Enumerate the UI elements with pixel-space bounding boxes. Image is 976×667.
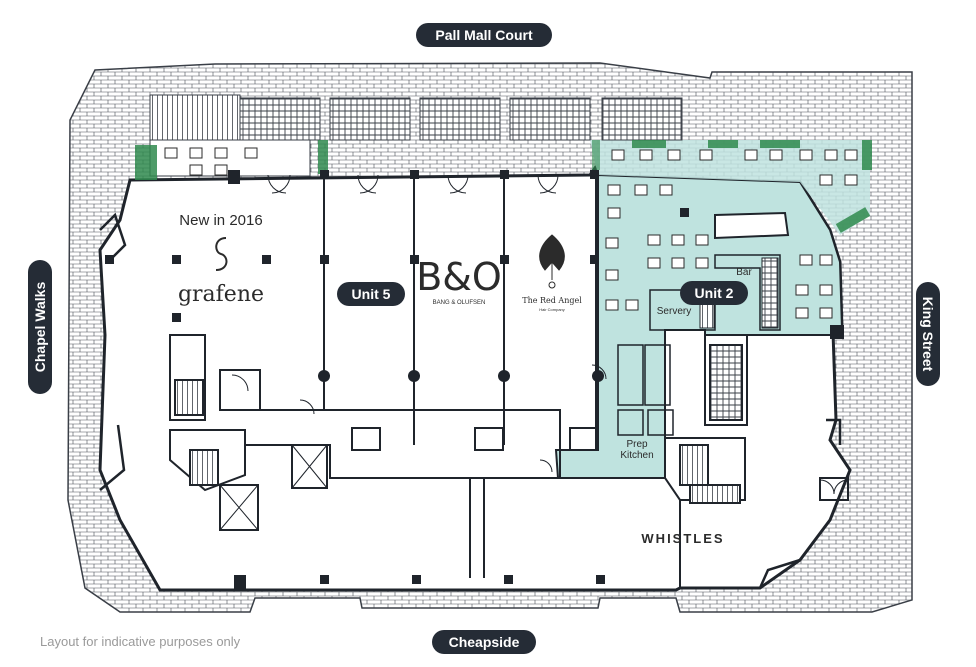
- tenant-whistles: WHISTLES: [641, 531, 724, 546]
- bo-name: BANG & OLUFSEN: [433, 300, 486, 306]
- street-name-north: Pall Mall Court: [435, 27, 533, 43]
- angel-wings-icon: [539, 234, 565, 280]
- north-terrace: [135, 94, 872, 233]
- unit-2-label: Unit 2: [680, 281, 748, 305]
- room-bar-label: Bar: [736, 267, 752, 278]
- disclaimer-note: Layout for indicative purposes only: [40, 634, 241, 649]
- street-name-west: Chapel Walks: [32, 282, 48, 373]
- right-core: [664, 334, 849, 588]
- room-kitchen-label: Kitchen: [620, 450, 653, 461]
- unit-5-label: Unit 5: [337, 282, 405, 306]
- tenant-red-angel: The Red Angel Hair Company: [522, 234, 582, 312]
- service-core: [169, 334, 599, 578]
- grafene-tag: New in 2016: [179, 212, 262, 229]
- bo-logo: B&O: [416, 255, 502, 299]
- facade-details: [99, 212, 842, 589]
- seating-tables: [164, 147, 858, 319]
- street-name-east: King Street: [920, 297, 936, 372]
- bar-counter: [714, 211, 790, 331]
- grafene-name: grafene: [178, 282, 264, 307]
- columns: [105, 170, 844, 589]
- washrooms: [617, 344, 674, 436]
- street-label-west: Chapel Walks: [28, 260, 52, 394]
- tenant-grafene: New in 2016 grafene: [178, 212, 264, 307]
- street-label-north: Pall Mall Court: [416, 23, 552, 47]
- red-angel-name: The Red Angel: [522, 296, 582, 305]
- street-name-south: Cheapside: [449, 634, 520, 650]
- doors: [231, 174, 849, 495]
- street-label-south: Cheapside: [432, 630, 536, 654]
- red-angel-sub: Hair Company: [539, 307, 565, 312]
- room-servery-label: Servery: [657, 306, 691, 317]
- unit-2-text: Unit 2: [695, 285, 734, 301]
- room-prep-label: Prep: [626, 439, 648, 450]
- grafene-s-logo: [215, 237, 228, 271]
- street-label-east: King Street: [916, 282, 940, 386]
- unit-2-area: [554, 140, 870, 479]
- unit-5-text: Unit 5: [352, 286, 391, 302]
- tenant-bang-olufsen: B&O BANG & OLUFSEN: [416, 255, 502, 306]
- unit-partitions: [323, 175, 597, 450]
